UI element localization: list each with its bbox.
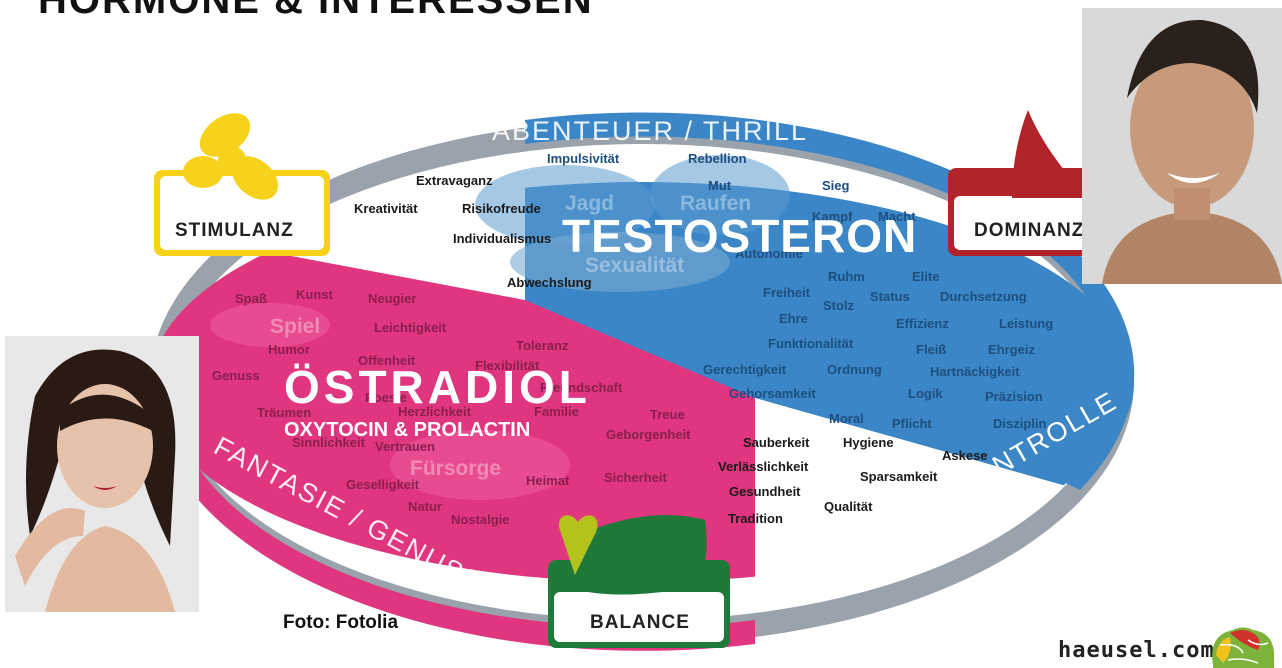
keyword-label: Effizienz (896, 316, 949, 331)
keyword-label: Poesie (365, 390, 407, 405)
keyword-label: Rebellion (688, 151, 747, 166)
keyword-label: Freiheit (763, 285, 811, 300)
keyword-label: Sparsamkeit (860, 469, 938, 484)
keyword-label: Geborgenheit (606, 427, 691, 442)
faded-word: Fürsorge (410, 457, 501, 480)
keyword-label: Impulsivität (547, 151, 620, 166)
keyword-label: Sinnlichkeit (292, 435, 366, 450)
keyword-label: Familie (534, 404, 579, 419)
keyword-label: Natur (408, 499, 442, 514)
brand-logo-text[interactable]: haeusel.com (1058, 638, 1215, 663)
keyword-label: Offenheit (358, 353, 416, 368)
keyword-label: Askese (942, 448, 988, 463)
keyword-label: Spaß (235, 291, 267, 306)
keyword-label: Ordnung (827, 362, 882, 377)
balance-label: BALANCE (590, 612, 690, 633)
keyword-label: Qualität (824, 499, 873, 514)
keyword-label: Pflicht (892, 416, 932, 431)
keyword-label: Individualismus (453, 231, 551, 246)
faded-word: Sexualität (585, 254, 684, 277)
heart-icon (559, 515, 598, 575)
woman-photo (5, 336, 199, 612)
keyword-label: Moral (829, 411, 864, 426)
keyword-label: Präzision (985, 389, 1043, 404)
testosteron-label: TESTOSTERON (562, 210, 917, 262)
stimulanz-box: STIMULANZ (154, 113, 330, 256)
keyword-label: Status (870, 289, 910, 304)
keyword-label: Ehre (779, 311, 808, 326)
keyword-label: Genuss (212, 368, 260, 383)
keyword-label: Leichtigkeit (374, 320, 447, 335)
keyword-label: Sauberkeit (743, 435, 810, 450)
keyword-label: Heimat (526, 473, 570, 488)
keyword-label: Kreativität (354, 201, 418, 216)
keyword-label: Logik (908, 386, 943, 401)
keyword-label: Freundschaft (540, 380, 623, 395)
page-title: HORMONE & INTERESSEN (38, 0, 594, 22)
keyword-label: Nostalgie (451, 512, 510, 527)
oestradiol-label: ÖSTRADIOL (284, 361, 591, 413)
keyword-label: Tradition (728, 511, 783, 526)
keyword-label: Sicherheit (604, 470, 668, 485)
balance-box: BALANCE (548, 515, 730, 648)
keyword-label: Fleiß (916, 342, 946, 357)
keyword-label: Flexibilität (475, 358, 540, 373)
keyword-label: Durchsetzung (940, 289, 1027, 304)
keyword-label: Herzlichkeit (398, 404, 472, 419)
keyword-label: Träumen (257, 405, 311, 420)
keyword-label: Autonomie (735, 246, 803, 261)
keyword-label: Treue (650, 407, 685, 422)
keyword-label: Macht (878, 209, 916, 224)
stimulanz-icon (183, 113, 279, 200)
testosteron-region (525, 182, 1134, 500)
dominanz-icon (1012, 110, 1090, 198)
keyword-label: Humor (268, 342, 310, 357)
photo-credit: Foto: Fotolia (283, 612, 399, 633)
keyword-label: Geselligkeit (346, 477, 420, 492)
keyword-label: Ehrgeiz (988, 342, 1035, 357)
keyword-label: Sieg (822, 178, 850, 193)
oxytocin-label: OXYTOCIN & PROLACTIN (284, 419, 530, 441)
keyword-label: Verlässlichkeit (718, 459, 809, 474)
keyword-label: Ruhm (828, 269, 865, 284)
keyword-label: Gehorsamkeit (729, 386, 816, 401)
keyword-label: Disziplin (993, 416, 1047, 431)
keyword-label: Hygiene (843, 435, 894, 450)
keyword-label: Abwechslung (507, 275, 592, 290)
keyword-label: Leistung (999, 316, 1053, 331)
keyword-label: Gerechtigkeit (703, 362, 787, 377)
arc-abenteuer: ABENTEUER / THRILL (492, 116, 808, 146)
keyword-label: Elite (912, 269, 939, 284)
brain-logo-icon (1212, 627, 1275, 668)
keyword-label: Vertrauen (375, 439, 435, 454)
stimulanz-label: STIMULANZ (175, 220, 294, 241)
keyword-label: Mut (708, 178, 732, 193)
faded-word: Spiel (270, 315, 320, 338)
keyword-label: Hartnäckigkeit (930, 364, 1020, 379)
keyword-label: Kampf (812, 209, 853, 224)
faded-word: Raufen (680, 192, 751, 215)
balance-icon-leaf (578, 515, 707, 595)
keyword-label: Kunst (296, 287, 334, 302)
faded-word: Jagd (565, 192, 614, 215)
keyword-label: Gesundheit (729, 484, 801, 499)
keyword-label: Funktionalität (768, 336, 854, 351)
keyword-label: Neugier (368, 291, 416, 306)
keyword-label: Toleranz (516, 338, 569, 353)
man-photo (1082, 8, 1282, 284)
keyword-label: Stolz (823, 298, 855, 313)
keyword-label: Extravaganz (416, 173, 493, 188)
keyword-label: Risikofreude (462, 201, 541, 216)
dominanz-box: DOMINANZ (948, 110, 1126, 256)
dominanz-label: DOMINANZ (974, 220, 1084, 241)
